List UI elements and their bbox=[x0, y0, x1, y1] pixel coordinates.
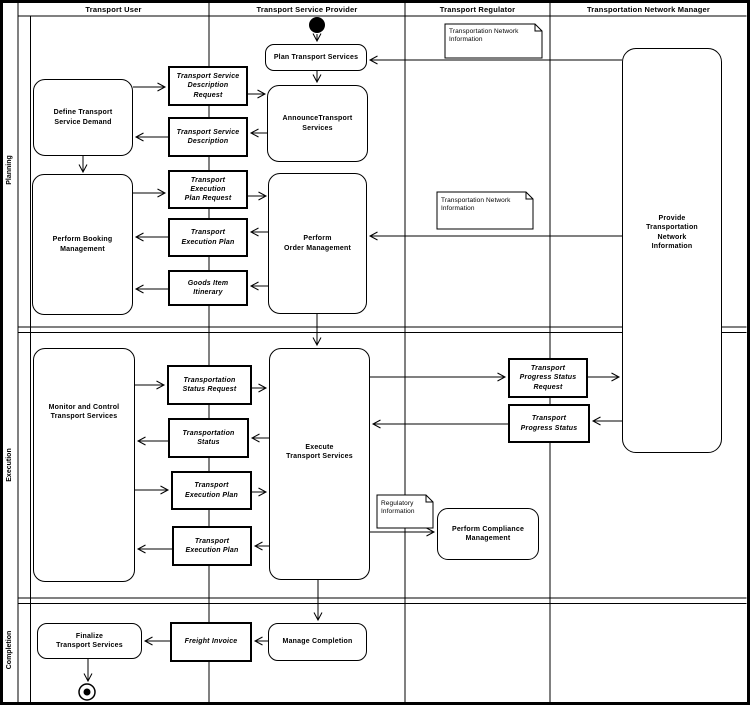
message-transport-execution-plan-planning: Transport Execution Plan bbox=[168, 218, 248, 257]
note-shape-regulatory bbox=[376, 494, 434, 529]
message-transportation-status-request: Transportation Status Request bbox=[167, 365, 252, 405]
note-shape-tni-1 bbox=[444, 23, 543, 59]
note-regulatory-information: Regulatory Information bbox=[381, 500, 415, 516]
activity-provide-transportation-network-information: Provide Transportation Network Informati… bbox=[622, 48, 722, 453]
activity-plan-transport-services: Plan Transport Services bbox=[265, 44, 367, 71]
message-transport-execution-plan-to-provider: Transport Execution Plan bbox=[171, 471, 252, 510]
message-transport-service-description: Transport Service Description bbox=[168, 117, 248, 157]
lane-header-transport-regulator: Transport Regulator bbox=[439, 5, 516, 14]
note-fold-regulatory bbox=[425, 495, 433, 503]
message-transport-service-description-request: Transport Service Description Request bbox=[168, 66, 248, 106]
activity-monitor-and-control-transport-services: Monitor and Control Transport Services bbox=[33, 348, 135, 582]
message-transport-progress-status: Transport Progress Status bbox=[508, 404, 590, 443]
phase-label-execution: Execution bbox=[6, 448, 13, 482]
final-node-icon bbox=[78, 683, 96, 701]
activity-finalize-transport-services: Finalize Transport Services bbox=[37, 623, 142, 659]
note-fold-tni-1 bbox=[534, 24, 542, 32]
activity-perform-booking-management: Perform Booking Management bbox=[32, 174, 133, 315]
message-goods-item-itinerary: Goods Item Itinerary bbox=[168, 270, 248, 306]
note-transportation-network-information-1: Transportation Network Information bbox=[449, 28, 519, 44]
message-transport-progress-status-request: Transport Progress Status Request bbox=[508, 358, 588, 398]
note-fold-tni-2 bbox=[525, 192, 533, 200]
activity-manage-completion: Manage Completion bbox=[268, 623, 367, 661]
note-transportation-network-information-2: Transportation Network Information bbox=[441, 197, 511, 213]
phase-label-planning: Planning bbox=[6, 155, 13, 185]
arrows bbox=[78, 33, 622, 683]
lane-header-transportation-network-manager: Transportation Network Manager bbox=[586, 5, 711, 14]
activity-perform-compliance-management: Perform Compliance Management bbox=[437, 508, 539, 560]
lane-header-transport-user: Transport User bbox=[85, 5, 142, 14]
activity-define-transport-service-demand: Define Transport Service Demand bbox=[33, 79, 133, 156]
activity-announce-transport-services: AnnounceTransport Services bbox=[267, 85, 368, 162]
message-transportation-status: Transportation Status bbox=[168, 418, 249, 458]
note-shape-tni-2 bbox=[436, 191, 534, 230]
message-freight-invoice: Freight Invoice bbox=[170, 622, 252, 662]
message-transport-execution-plan-to-user: Transport Execution Plan bbox=[172, 526, 252, 566]
activity-execute-transport-services: Execute Transport Services bbox=[269, 348, 370, 580]
message-transport-execution-plan-request: Transport Execution Plan Request bbox=[168, 170, 248, 209]
lane-header-transport-service-provider: Transport Service Provider bbox=[256, 5, 358, 14]
initial-node-icon bbox=[309, 17, 325, 33]
phase-label-completion: Completion bbox=[6, 630, 13, 670]
activity-perform-order-management: Perform Order Management bbox=[268, 173, 367, 314]
note-shapes bbox=[376, 23, 543, 529]
